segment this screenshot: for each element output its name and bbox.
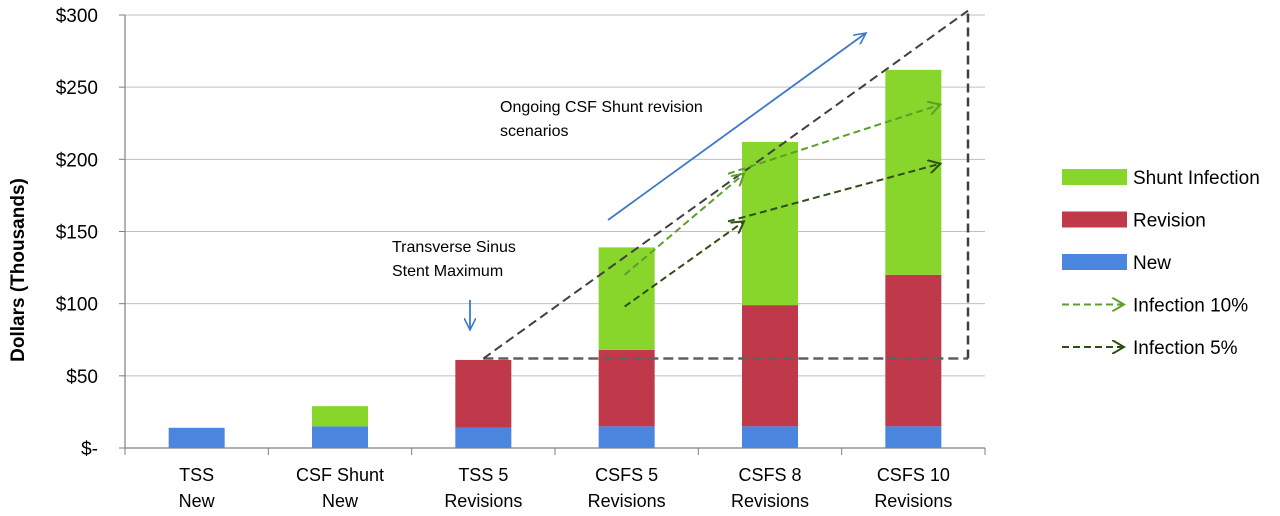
bar-new-5 (885, 426, 942, 448)
x-category-label-1-line-1: CSF Shunt (296, 465, 384, 485)
annotation-tss-line-1: Transverse Sinus (392, 239, 516, 256)
y-tick-label-50: $50 (66, 367, 98, 388)
trend-infection-5--segment-1 (624, 221, 744, 308)
bar-revision-3 (598, 349, 655, 427)
x-category-label-1-line-2: New (322, 491, 359, 511)
x-category-label-0-line-1: TSS (179, 465, 214, 485)
trend-infection-10--segment-1 (624, 174, 744, 276)
bar-new-4 (742, 426, 798, 448)
annotation-tss-line-2: Stent Maximum (392, 263, 503, 280)
bar-new-2 (455, 427, 512, 448)
legend-label-infection-10-: Infection 10% (1133, 296, 1248, 317)
y-tick-label-250: $250 (56, 78, 98, 99)
bar-new-3 (598, 426, 655, 448)
x-category-label-2-line-1: TSS 5 (458, 465, 508, 485)
scenario-diagonal-line (482, 9, 969, 360)
bar-shunt-infection-5 (885, 69, 942, 275)
x-category-label-4-line-2: Revisions (731, 491, 809, 511)
y-tick-label-150: $150 (56, 223, 98, 244)
gridlines (125, 14, 985, 377)
bar-new-0 (168, 427, 225, 448)
legend-label-revision: Revision (1133, 211, 1206, 232)
x-category-label-3-line-1: CSFS 5 (595, 465, 658, 485)
x-category-label-5-line-2: Revisions (874, 491, 952, 511)
bar-new-1 (312, 426, 368, 448)
y-tick-label-100: $100 (56, 295, 98, 316)
trend-infection-5--segment-2 (727, 164, 940, 223)
legend-label-shunt-infection: Shunt Infection (1133, 168, 1260, 189)
legend-label-infection-5-: Infection 5% (1133, 338, 1238, 359)
bar-revision-2 (455, 359, 512, 428)
bar-shunt-infection-4 (742, 142, 798, 306)
trend-infection-10--segment-2 (727, 104, 940, 175)
bar-shunt-infection-1 (312, 406, 368, 427)
x-category-label-3-line-2: Revisions (588, 491, 666, 511)
overlays (470, 9, 970, 360)
bar-revision-4 (742, 305, 798, 427)
x-category-label-2-line-2: Revisions (444, 491, 522, 511)
trend-arrow-blue (607, 33, 866, 221)
bar-shunt-infection-3 (598, 247, 655, 350)
x-category-label-5-line-1: CSFS 10 (877, 465, 950, 485)
y-axis-title: Dollars (Thousands) (8, 178, 29, 362)
y-tick-label-200: $200 (56, 150, 98, 171)
bar-revision-5 (885, 274, 942, 427)
y-tick-label-0: $- (81, 439, 98, 460)
x-category-label-0-line-2: New (179, 491, 216, 511)
legend-swatch-revision (1062, 211, 1127, 228)
x-category-label-4-line-1: CSFS 8 (738, 465, 801, 485)
annotation-ongoing-line-2: scenarios (500, 123, 568, 140)
annotation-ongoing-line-1: Ongoing CSF Shunt revision (500, 99, 703, 116)
legend-swatch-shunt-infection (1062, 169, 1127, 185)
legend-label-new: New (1133, 253, 1171, 274)
annotation-ongoing-scenarios: Ongoing CSF Shunt revision scenarios (500, 99, 707, 140)
y-tick-label-300: $300 (56, 6, 98, 27)
legend-swatch-new (1062, 254, 1127, 270)
annotation-tss-maximum: Transverse Sinus Stent Maximum (392, 239, 520, 280)
